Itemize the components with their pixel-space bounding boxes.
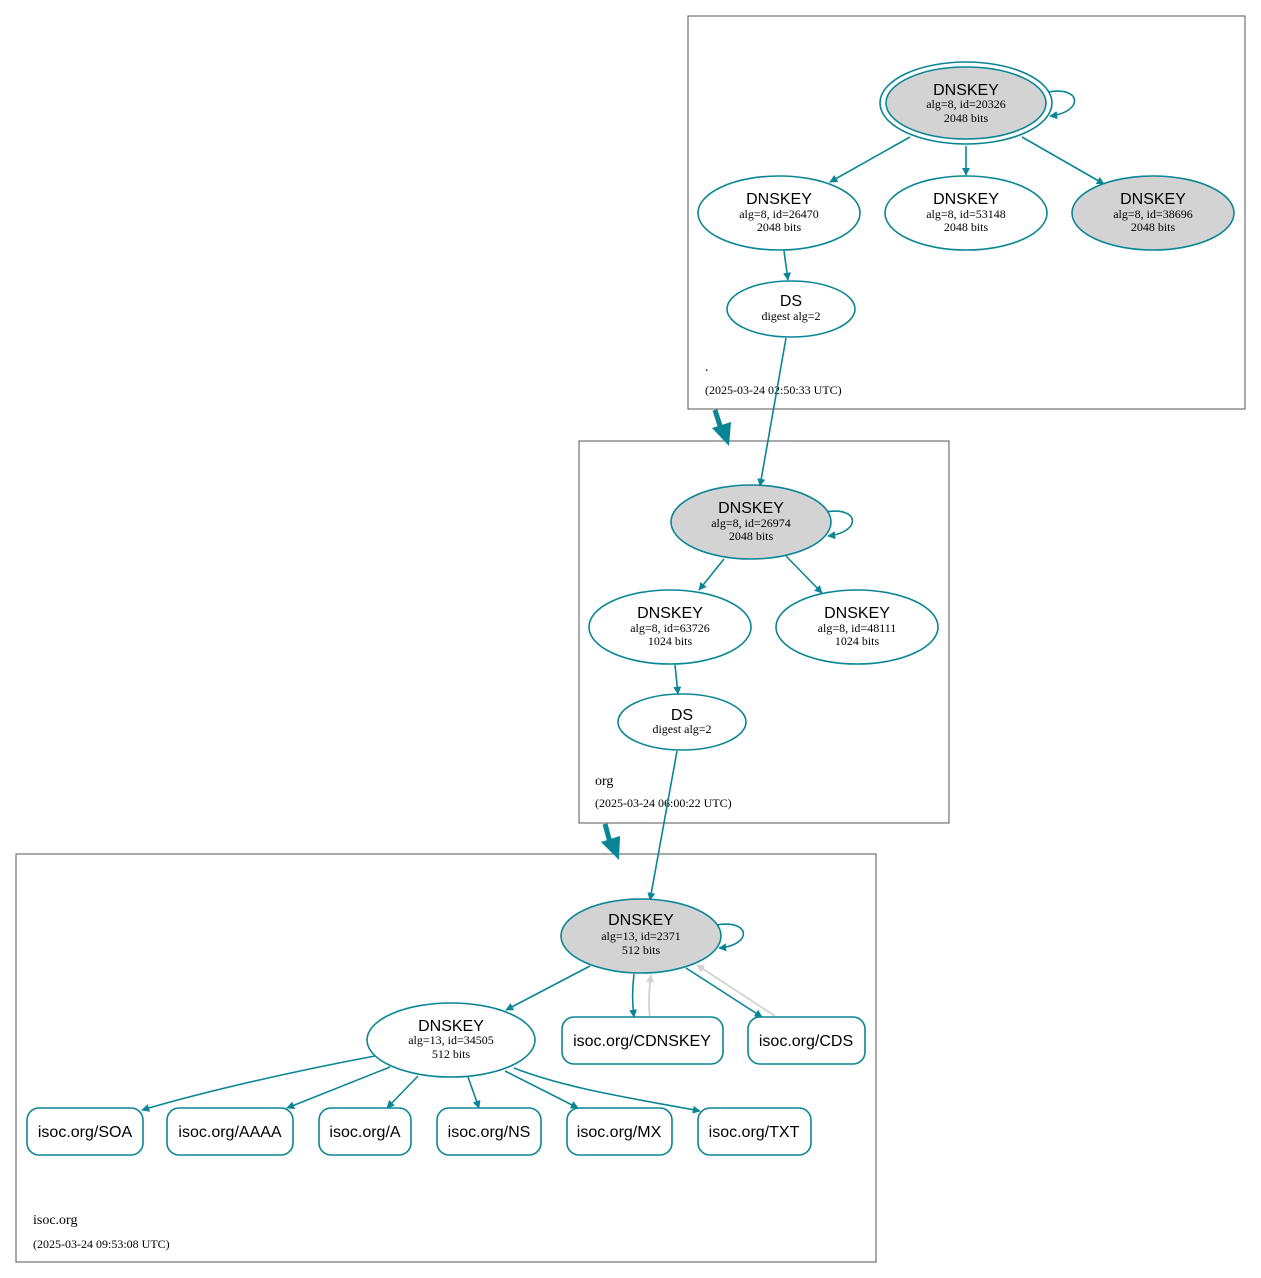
edge-isoc-ksk-cdnskey — [629, 973, 638, 1018]
dnskey-node-root-key3[interactable]: DNSKEY alg=8, id=38696 2048 bits — [1071, 175, 1235, 251]
zone-org-time: (2025-03-24 06:00:22 UTC) — [595, 796, 732, 810]
edge-isoc-zsk-ns — [467, 1076, 481, 1109]
rrset-label: isoc.org/CDNSKEY — [573, 1033, 711, 1050]
zone-root: . (2025-03-24 02:50:33 UTC) — [687, 15, 1246, 410]
edge-isoc-ksk-cds — [685, 967, 763, 1018]
edge-org-zsk1-ds — [673, 664, 682, 695]
dnskey-node-root-zsk1[interactable]: DNSKEY alg=8, id=26470 2048 bits — [697, 175, 861, 251]
edge-root-ksk-key3 — [1021, 136, 1105, 185]
edge-isoc-zsk-a — [386, 1075, 419, 1109]
zone-root-name: . — [705, 360, 709, 375]
node-key-info: alg=8, id=26470 — [739, 207, 819, 221]
node-title: DNSKEY — [933, 82, 999, 99]
node-digest-info: digest alg=2 — [652, 722, 711, 736]
node-title: DNSKEY — [718, 500, 784, 517]
zone-org-name: org — [595, 774, 613, 789]
delegation-arrow-root-org — [712, 409, 731, 446]
edge-isoc-ksk-zsk — [505, 965, 591, 1011]
rrset-node-cds[interactable]: isoc.org/CDS — [747, 1016, 866, 1065]
rrset-label: isoc.org/NS — [448, 1124, 531, 1141]
node-key-info: alg=8, id=48111 — [818, 621, 897, 635]
dnskey-node-root-zsk2[interactable]: DNSKEY alg=8, id=53148 2048 bits — [884, 175, 1048, 251]
edge-isoc-zsk-txt — [513, 1067, 701, 1114]
node-key-size: 2048 bits — [944, 220, 989, 234]
node-key-size: 2048 bits — [944, 111, 989, 125]
node-key-size: 512 bits — [622, 943, 661, 957]
dnskey-node-isoc-ksk[interactable]: DNSKEY alg=13, id=2371 512 bits — [560, 898, 722, 974]
dnskey-node-isoc-zsk[interactable]: DNSKEY alg=13, id=34505 512 bits — [366, 1002, 536, 1078]
edge-isoc-zsk-mx — [504, 1070, 579, 1109]
edge-org-ksk-zsk2 — [785, 555, 823, 594]
zone-isoc-time: (2025-03-24 09:53:08 UTC) — [33, 1237, 170, 1251]
edge-root-zsk1-ds — [783, 250, 791, 281]
ds-node-root[interactable]: DS digest alg=2 — [726, 280, 856, 338]
edge-org-ds-isoc-ksk — [647, 750, 678, 901]
node-title: DNSKEY — [1120, 191, 1186, 208]
node-title: DNSKEY — [933, 191, 999, 208]
node-key-info: alg=8, id=26974 — [711, 516, 791, 530]
node-key-size: 2048 bits — [729, 529, 774, 543]
zone-isoc: isoc.org (2025-03-24 09:53:08 UTC) — [15, 853, 877, 1263]
rrset-label: isoc.org/A — [329, 1124, 400, 1141]
edge-root-ksk-zsk1 — [829, 136, 911, 183]
dnskey-node-org-ksk[interactable]: DNSKEY alg=8, id=26974 2048 bits — [670, 484, 832, 560]
delegation-arrow-org-isoc — [601, 823, 620, 860]
node-title: DNSKEY — [637, 605, 703, 622]
dnskey-node-root-ksk[interactable]: DNSKEY alg=8, id=20326 2048 bits — [879, 61, 1053, 145]
zone-isoc-name: isoc.org — [33, 1213, 77, 1228]
rrset-node-ns[interactable]: isoc.org/NS — [436, 1107, 542, 1156]
rrset-label: isoc.org/MX — [577, 1124, 662, 1141]
node-title: DNSKEY — [418, 1018, 484, 1035]
edge-root-ds-org-ksk — [757, 337, 787, 487]
node-key-info: alg=8, id=53148 — [926, 207, 1006, 221]
node-key-info: alg=13, id=34505 — [408, 1033, 494, 1047]
rrset-node-a[interactable]: isoc.org/A — [318, 1107, 412, 1156]
dnskey-node-org-zsk2[interactable]: DNSKEY alg=8, id=48111 1024 bits — [775, 589, 939, 665]
zone-org: org (2025-03-24 06:00:22 UTC) — [578, 440, 950, 824]
node-key-info: alg=13, id=2371 — [601, 929, 681, 943]
rrset-node-aaaa[interactable]: isoc.org/AAAA — [166, 1107, 294, 1156]
rrset-node-mx[interactable]: isoc.org/MX — [566, 1107, 673, 1156]
rrset-label: isoc.org/TXT — [709, 1124, 800, 1141]
rrset-label: isoc.org/CDS — [759, 1033, 853, 1050]
edge-org-ksk-self — [824, 510, 854, 540]
rrset-node-cdnskey[interactable]: isoc.org/CDNSKEY — [561, 1016, 724, 1065]
rrset-node-soa[interactable]: isoc.org/SOA — [26, 1107, 144, 1156]
edge-isoc-zsk-aaaa — [286, 1066, 391, 1110]
node-title: DS — [780, 293, 802, 310]
node-digest-info: digest alg=2 — [761, 309, 820, 323]
edge-isoc-zsk-soa — [141, 1055, 376, 1112]
node-key-size: 512 bits — [432, 1047, 471, 1061]
node-title: DNSKEY — [608, 912, 674, 929]
node-title: DS — [671, 707, 693, 724]
ds-node-org[interactable]: DS digest alg=2 — [617, 693, 747, 751]
edge-cdnskey-isoc-ksk — [646, 974, 655, 1018]
node-key-size: 1024 bits — [648, 634, 693, 648]
edge-isoc-ksk-self — [715, 923, 745, 952]
node-key-info: alg=8, id=20326 — [926, 97, 1006, 111]
node-title: DNSKEY — [746, 191, 812, 208]
node-title: DNSKEY — [824, 605, 890, 622]
rrset-node-txt[interactable]: isoc.org/TXT — [697, 1107, 812, 1156]
rrset-label: isoc.org/SOA — [38, 1124, 133, 1141]
node-key-size: 2048 bits — [757, 220, 802, 234]
node-key-info: alg=8, id=63726 — [630, 621, 710, 635]
rrset-label: isoc.org/AAAA — [178, 1124, 281, 1141]
node-key-size: 2048 bits — [1131, 220, 1176, 234]
edge-cds-isoc-ksk — [696, 964, 776, 1017]
node-key-size: 1024 bits — [835, 634, 880, 648]
edge-org-ksk-zsk1 — [698, 558, 725, 591]
edge-root-ksk-self — [1047, 90, 1076, 120]
node-key-info: alg=8, id=38696 — [1113, 207, 1193, 221]
dnskey-node-org-zsk1[interactable]: DNSKEY alg=8, id=63726 1024 bits — [588, 589, 752, 665]
zone-root-time: (2025-03-24 02:50:33 UTC) — [705, 383, 842, 397]
